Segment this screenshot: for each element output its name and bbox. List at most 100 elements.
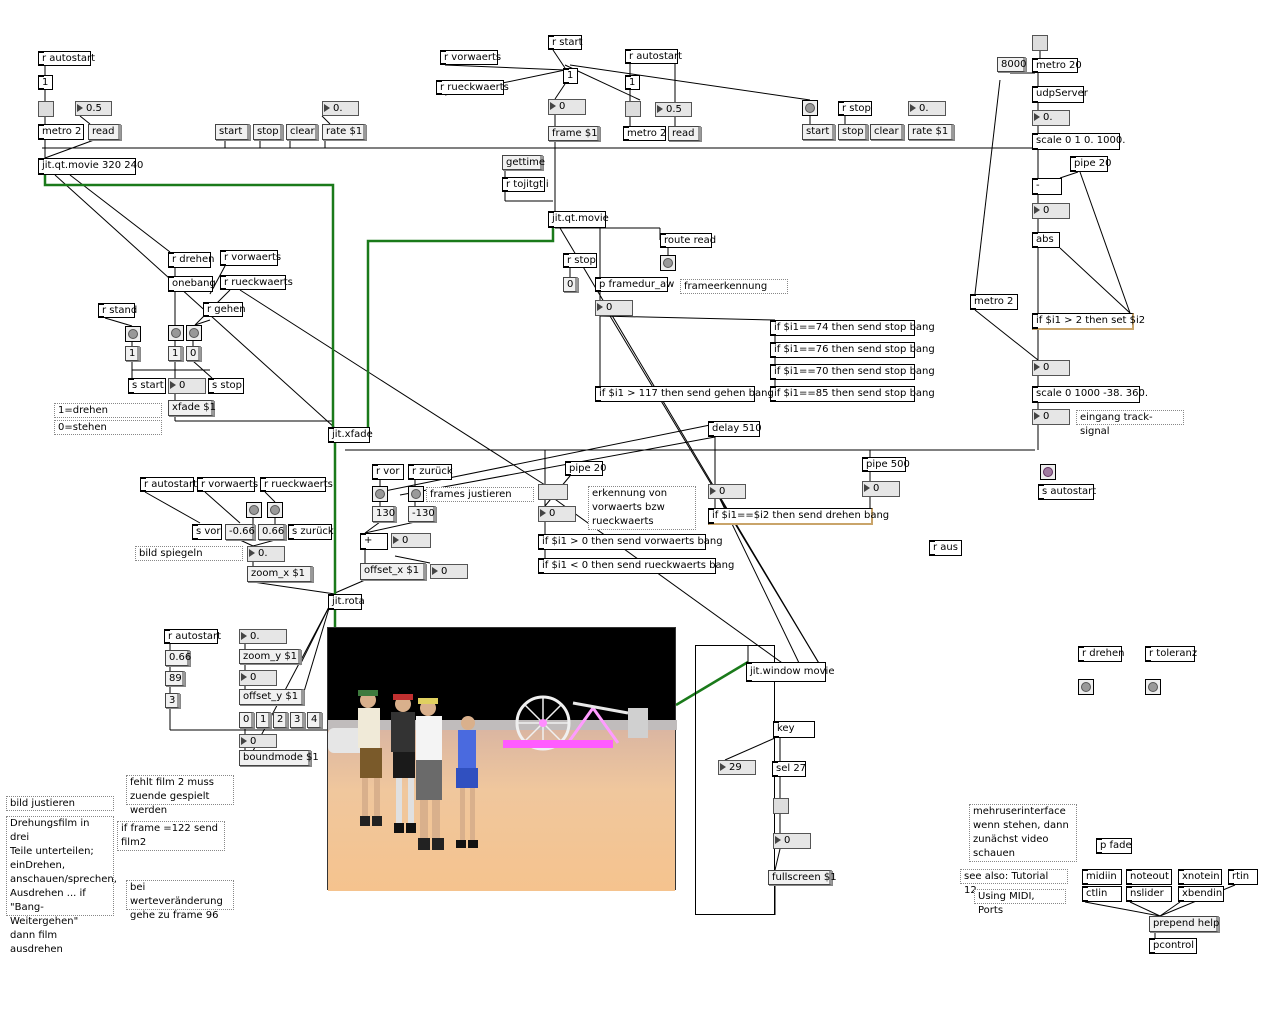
xnotein-object[interactable]: xnotein [1178,869,1222,885]
bang-button[interactable] [267,502,283,518]
route-read-object[interactable]: route read [660,233,716,248]
zoom-y-message[interactable]: zoom_y $1 [239,649,301,664]
number-box-plus[interactable]: 0 [391,533,431,548]
zero-message[interactable]: 0 [186,346,201,361]
if-object-drehen[interactable]: if $i1==$i2 then send drehen bang [708,508,889,525]
r-autostart-receive[interactable]: r autostart [625,49,682,64]
s-zurueck-send[interactable]: s zurück [288,524,334,540]
number-box-offset-x[interactable]: 0 [430,564,468,579]
number-box-diff[interactable]: 0 [1032,203,1070,219]
metro-object[interactable]: metro 2 [970,294,1018,310]
read-message[interactable]: read [668,126,701,141]
s-vor-send[interactable]: s vor [192,524,222,540]
value-minus130-message[interactable]: -130 [408,506,436,522]
value-130-message[interactable]: 130 [372,506,396,522]
pipe-20-object[interactable]: pipe 20 [565,461,607,476]
toggle-box[interactable] [1032,35,1048,51]
plus-object[interactable]: + [360,533,388,550]
bang-button[interactable] [1078,679,1094,695]
r-drehen-receive[interactable]: r drehen [1078,646,1125,662]
ctlin-object[interactable]: ctlin [1082,886,1122,902]
r-aus-receive[interactable]: r aus [929,540,962,556]
number-box-pipe[interactable]: 0 [862,481,900,497]
boundmode-message[interactable]: boundmode $1 [239,750,319,766]
r-start-receive[interactable]: r start [548,35,583,50]
pipe-500-object[interactable]: pipe 500 [862,457,910,472]
minus-object[interactable]: - [1032,178,1062,195]
boundmode-3-message[interactable]: 3 [290,712,305,728]
jit-xfade-object[interactable]: jit.xfade [328,427,373,443]
value-066-message[interactable]: 0.66 [258,524,286,540]
if-object-set[interactable]: if $i1 > 2 then set $i2 [1032,313,1145,330]
r-vorwaerts-receive[interactable]: r vorwaerts [440,50,501,65]
start-message[interactable]: start [215,124,250,140]
r-toleranz-receive[interactable]: r toleranz [1145,646,1197,662]
offset-y-message[interactable]: offset_y $1 [239,689,304,705]
bang-button[interactable] [1145,679,1161,695]
udpserver-object[interactable]: udpServer [1032,86,1088,103]
jit-window-object[interactable]: jit.window movie [746,662,834,682]
noteout-object[interactable]: noteout [1126,869,1172,885]
stop-message[interactable]: stop [253,124,283,140]
scale-object[interactable]: scale 0 1 0. 1000. [1032,133,1125,150]
number-box-zoom-x[interactable]: 0. [247,546,285,562]
nslider-object[interactable]: nslider [1126,886,1172,902]
sel-27-object[interactable]: sel 27 [772,761,806,777]
r-vorwaerts-receive[interactable]: r vorwaerts [197,477,258,492]
clear-message[interactable]: clear [286,124,318,140]
r-drehen-receive[interactable]: r drehen [168,252,215,268]
if-object-74[interactable]: if $i1==74 then send stop bang [770,320,935,336]
bang-button[interactable] [1040,464,1056,480]
if-object-117[interactable]: if $i1 > 117 then send gehen bang [595,386,774,402]
delay-object[interactable]: delay 510 [708,421,762,437]
number-box-frame[interactable]: 0 [595,300,633,316]
if-object-vorwaerts[interactable]: if $i1 > 0 then send vorwaerts bang [538,534,723,550]
number-box-zoom-y[interactable]: 0. [239,629,287,644]
metro-object[interactable]: metro 2 [623,126,666,141]
r-rueckwaerts-receive[interactable]: r rueckwaerts [260,477,333,492]
rate-message[interactable]: rate $1 [908,124,954,140]
value-89-message[interactable]: 89 [165,671,185,686]
one-message[interactable]: 1 [125,346,140,361]
bang-button[interactable] [660,255,676,271]
p-framedur-subpatch[interactable]: p framedur_aw [595,277,674,292]
jit-qt-movie-object[interactable]: jit.qt.movie 320 240 [38,158,143,175]
number-box-fullscreen[interactable]: 0 [773,833,811,849]
bang-button[interactable] [408,486,424,502]
number-box-if[interactable]: 0 [1032,360,1070,376]
number-box-keycode[interactable]: 29 [718,760,756,775]
start-message[interactable]: start [802,124,835,140]
r-gehen-receive[interactable]: r gehen [203,302,246,317]
pcontrol-object[interactable]: pcontrol [1149,938,1197,954]
onebang-object[interactable]: onebang [168,276,216,292]
bang-button[interactable] [802,100,818,116]
frame-message[interactable]: frame $1 [548,126,600,141]
s-autostart-send[interactable]: s autostart [1038,484,1096,500]
boundmode-2-message[interactable]: 2 [273,712,288,728]
read-message[interactable]: read [88,124,121,140]
metro-20-object[interactable]: metro 20 [1032,58,1082,73]
r-vor-receive[interactable]: r vor [372,464,404,480]
toggle-message[interactable]: 1 [38,75,53,90]
value-3-message[interactable]: 3 [165,693,180,708]
r-rueckwaerts-receive[interactable]: r rueckwaerts [436,80,509,95]
bang-button[interactable] [186,325,202,341]
boundmode-0-message[interactable]: 0 [239,712,254,728]
r-autostart-receive[interactable]: r autostart [140,477,197,492]
boundmode-1-message[interactable]: 1 [256,712,271,728]
if-object-76[interactable]: if $i1==76 then send stop bang [770,342,935,358]
number-box-rate[interactable]: 0. [908,101,946,116]
r-tojitgtli-receive[interactable]: r tojitgtli [502,177,549,192]
rate-message[interactable]: rate $1 [322,124,366,140]
number-box-offset-y[interactable]: 0 [239,670,277,686]
r-vorwaerts-receive[interactable]: r vorwaerts [220,250,281,266]
r-zurueck-receive[interactable]: r zurück [408,464,453,480]
value-066-message[interactable]: 0.66 [165,650,191,666]
bang-button[interactable] [372,486,388,502]
number-box-speed[interactable]: 0.5 [75,101,112,116]
s-start-send[interactable]: s start [128,378,166,394]
jit-rota-object[interactable]: jit.rota [328,594,365,610]
xbendin-object[interactable]: xbendin [1178,886,1224,902]
gettime-message[interactable]: gettime [502,155,545,170]
